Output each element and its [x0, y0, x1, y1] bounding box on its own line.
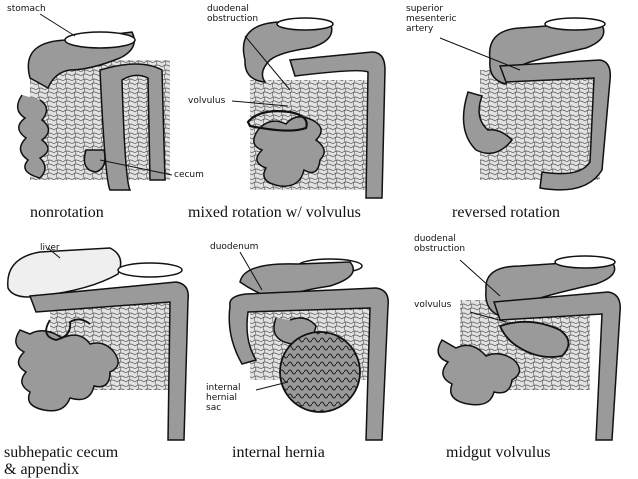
- stomach-shape: [242, 21, 333, 83]
- label-line: duodenal: [207, 4, 249, 14]
- panel-mixed-rotation: [231, 17, 386, 199]
- stomach-opening: [117, 262, 183, 278]
- stomach-shape: [488, 21, 605, 85]
- sma-leader: [439, 37, 521, 71]
- colon-shape: [492, 291, 621, 441]
- label-line: obstruction: [414, 244, 466, 254]
- colon-shape: [99, 63, 166, 191]
- label-line: artery: [406, 24, 434, 34]
- liver-leader: [47, 247, 61, 259]
- small-bowel-loops: [437, 338, 521, 406]
- stomach-opening: [64, 31, 136, 49]
- colon-shape: [228, 287, 389, 441]
- panel-reversed-rotation: [439, 17, 612, 191]
- volvulus-twist: [246, 110, 308, 132]
- duodenal-obstruction-leader: [459, 259, 501, 297]
- label-line: duodenal: [414, 234, 456, 244]
- volvulus-twist: [498, 320, 570, 358]
- panel-nonrotation: [16, 13, 173, 191]
- cecum-appendix: [45, 318, 91, 341]
- volvulus-leader: [469, 311, 507, 323]
- liver-shape: [7, 247, 122, 298]
- stomach-opening: [276, 17, 334, 31]
- small-bowel-loops: [15, 329, 119, 412]
- colon-shape: [289, 51, 386, 199]
- label-stomach: stomach: [7, 4, 46, 14]
- label-duodenum: duodenum: [210, 242, 259, 252]
- duodenum-leader: [239, 251, 263, 291]
- caption-midgut-volvulus: midgut volvulus: [446, 444, 551, 461]
- label-liver: liver: [40, 243, 60, 253]
- cecum-leader: [99, 159, 173, 176]
- label-line: obstruction: [207, 14, 259, 24]
- label-superior-mesenteric-artery: superior mesenteric artery: [406, 4, 456, 34]
- caption-reversed-rotation: reversed rotation: [452, 204, 560, 221]
- label-line: sac: [206, 403, 222, 413]
- caption-line: & appendix: [4, 461, 80, 478]
- panel-midgut-volvulus: [437, 255, 621, 441]
- panel-subhepatic-cecum: [7, 247, 189, 441]
- label-volvulus-2: volvulus: [414, 300, 452, 310]
- small-bowel-loops: [16, 94, 50, 179]
- label-line: hernial: [206, 393, 238, 403]
- colon-shape: [28, 281, 189, 441]
- label-line: superior: [406, 4, 444, 14]
- label-line: mesenteric: [406, 14, 457, 24]
- volvulus-leader: [231, 100, 289, 107]
- label-internal-hernial-sac: internal hernial sac: [206, 383, 241, 413]
- hernial-sac-leader: [255, 381, 289, 391]
- stomach-opening: [554, 255, 616, 269]
- label-duodenal-obstruction-2: duodenal obstruction: [414, 234, 465, 254]
- colon-shape: [498, 59, 612, 191]
- cecum-shape: [83, 149, 106, 173]
- duodenal-obstruction-leader: [244, 35, 291, 91]
- label-duodenal-obstruction: duodenal obstruction: [207, 4, 258, 24]
- duodenum-loop: [462, 91, 514, 155]
- label-line: internal: [206, 383, 241, 393]
- stomach-leader: [39, 13, 76, 37]
- stomach-opening: [544, 17, 606, 31]
- panel-internal-hernia: [228, 251, 389, 441]
- small-bowel-loops: [253, 116, 325, 187]
- caption-mixed-rotation: mixed rotation w/ volvulus: [188, 204, 361, 221]
- caption-subhepatic-cecum: subhepatic cecum & appendix: [4, 444, 118, 478]
- caption-internal-hernia: internal hernia: [232, 444, 325, 461]
- hernial-sac: [279, 331, 361, 413]
- caption-nonrotation: nonrotation: [30, 204, 104, 221]
- caption-line: subhepatic cecum: [4, 444, 119, 461]
- label-volvulus: volvulus: [188, 96, 226, 106]
- mesentery-area: [480, 70, 600, 180]
- label-cecum: cecum: [174, 170, 204, 180]
